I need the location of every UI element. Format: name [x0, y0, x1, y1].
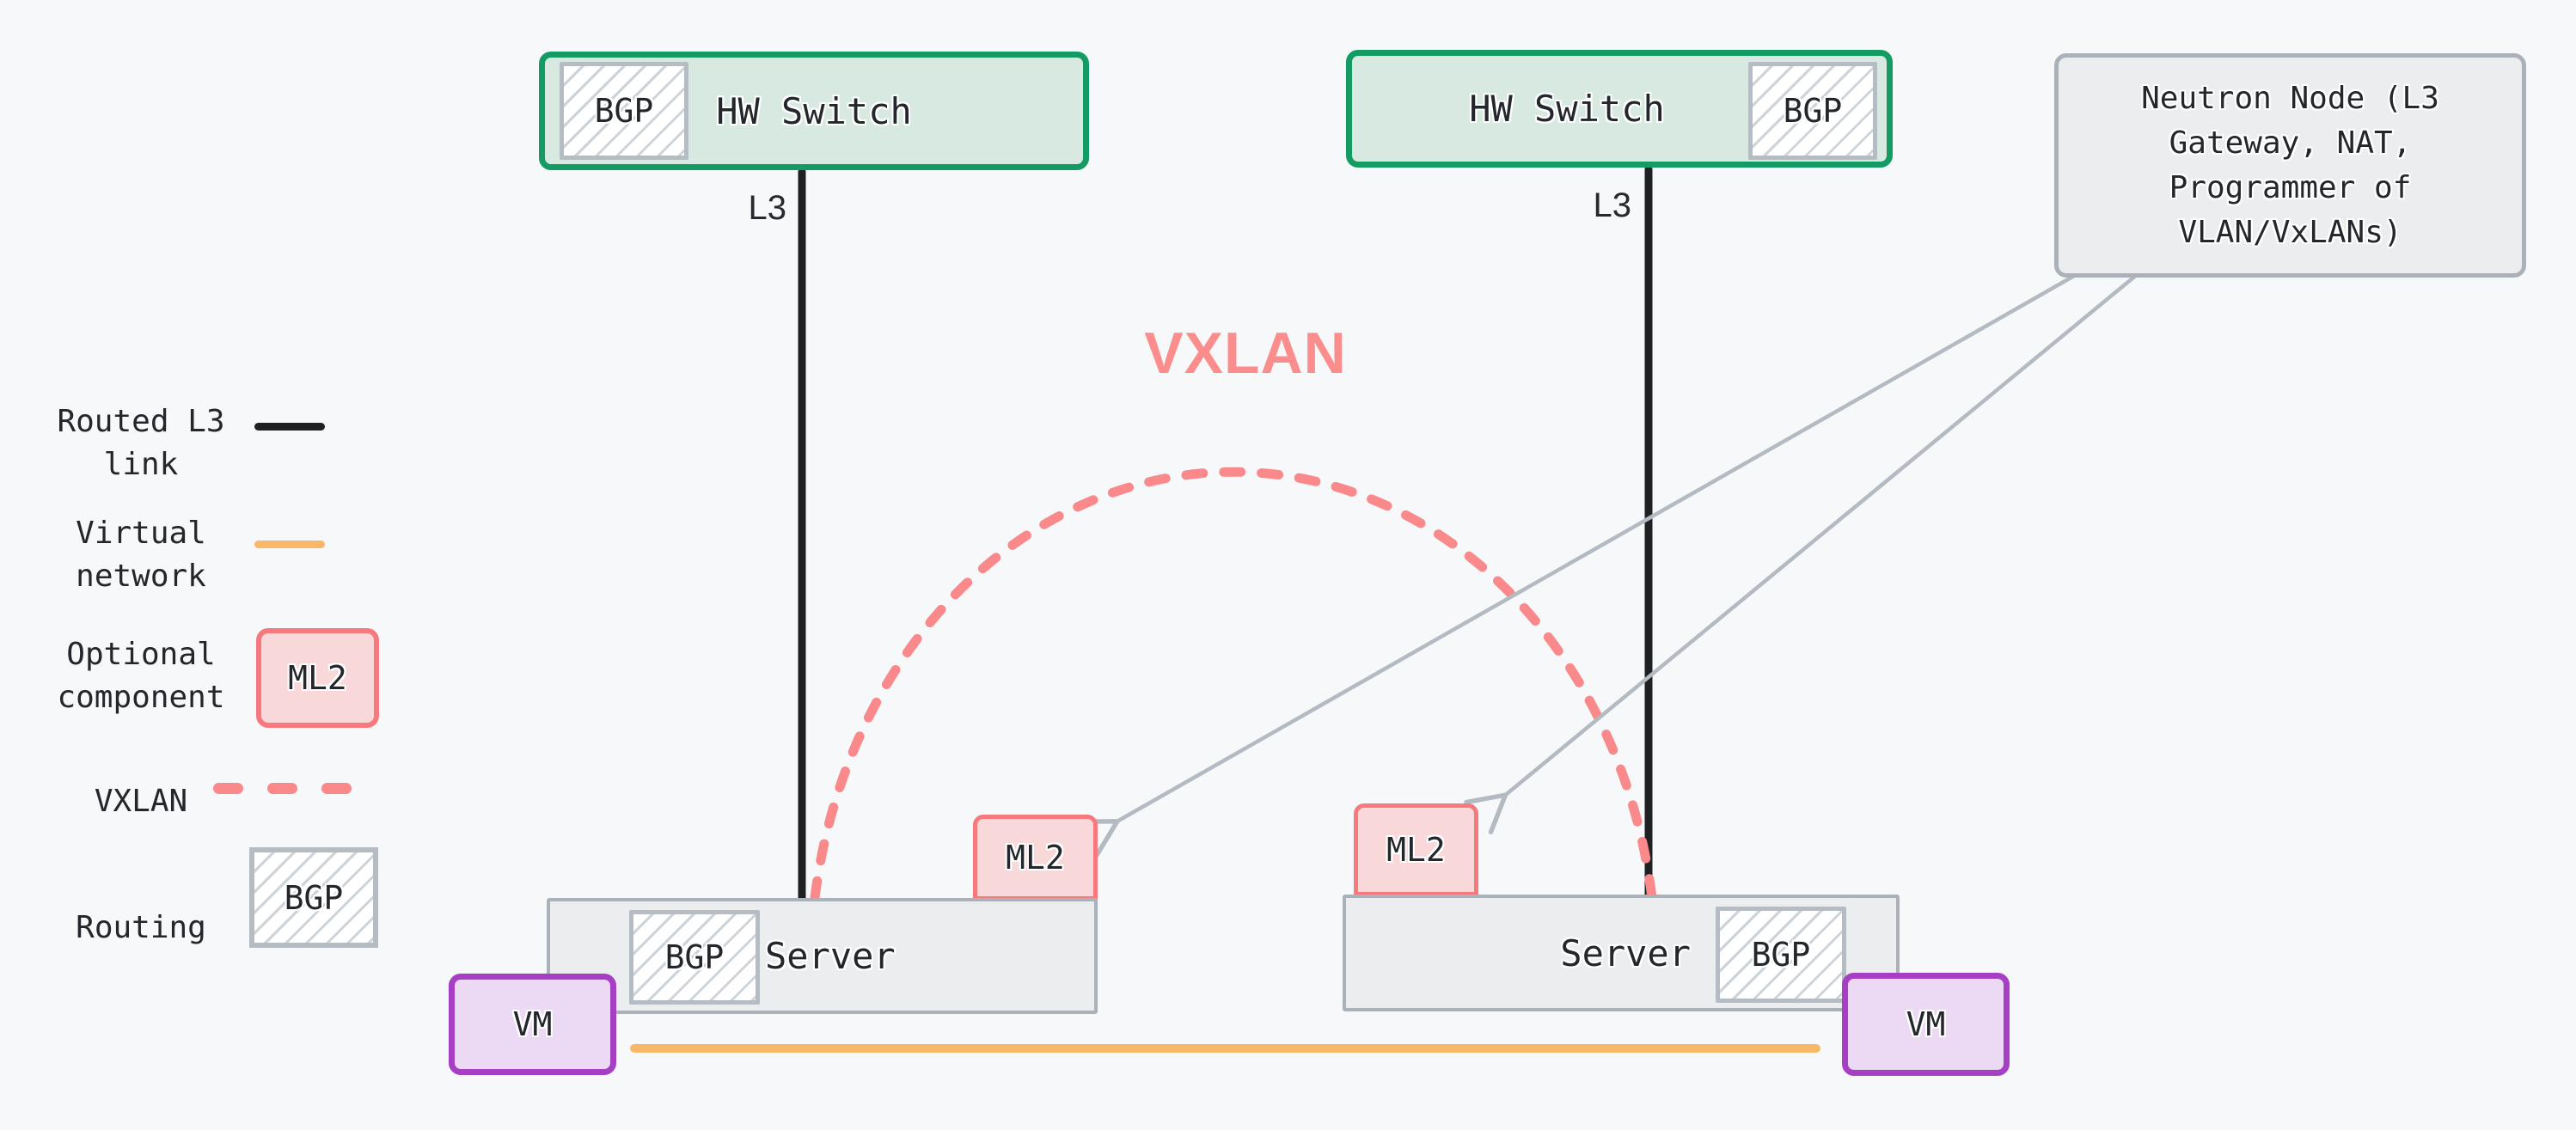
legend-swatch-vxlan-dash [321, 783, 352, 794]
ml2-component-left: ML2 [973, 815, 1098, 901]
legend-swatch-ml2-box: ML2 [256, 628, 379, 728]
hw-switch-label-text: HW Switch [716, 89, 912, 132]
bgp-label: BGP [664, 938, 725, 976]
bgp-label: BGP [1783, 92, 1843, 130]
neutron-pointer-right [1464, 256, 2159, 834]
bgp-label: BGP [284, 878, 344, 917]
hw-switch-label: HW Switch [1352, 56, 1782, 162]
ml2-label: ML2 [288, 659, 347, 697]
legend-swatch-black-line [254, 423, 325, 431]
vm-node-right: VM [1842, 973, 2010, 1076]
bgp-badge: BGP [629, 910, 760, 1005]
vxlan-title: VXLAN [1144, 321, 1347, 386]
legend-label-routed-l3-link: Routed L3 link [57, 404, 225, 482]
server-label-text: Server [1560, 931, 1691, 974]
hw-switch-node-left: BGP HW Switch [539, 52, 1089, 170]
legend-label-vxlan: VXLAN [94, 784, 188, 819]
bgp-badge: BGP [560, 62, 688, 160]
server-node-right: BGP Server [1343, 895, 1900, 1011]
legend-swatch-bgp-box: BGP [249, 847, 378, 948]
legend-label-optional-component: Optional component [57, 637, 225, 715]
server-label: Server [1560, 898, 1691, 1008]
ml2-label: ML2 [1386, 831, 1446, 869]
hw-switch-node-right: BGP HW Switch [1346, 50, 1893, 168]
legend-label-routing: Routing [76, 910, 206, 945]
vm-label: VM [512, 1005, 553, 1043]
server-label: Server [765, 901, 896, 1011]
neutron-pointer-left [1074, 256, 2108, 858]
bgp-badge: BGP [1716, 907, 1846, 1003]
legend-swatch-vxlan-dash [213, 783, 243, 794]
vxlan-tunnel-arc [810, 467, 1657, 903]
legend-swatch-orange-line [254, 541, 325, 548]
ml2-label: ML2 [1006, 839, 1065, 877]
l3-annotation-left: L3 [748, 189, 787, 227]
legend-swatch-vxlan-dash [267, 783, 297, 794]
vm-label: VM [1906, 1005, 1946, 1043]
server-node-left: BGP Server [547, 898, 1098, 1014]
bgp-label: BGP [1751, 936, 1811, 974]
hw-switch-label-text: HW Switch [1469, 88, 1665, 130]
legend-label-virtual-network: Virtual network [76, 516, 206, 594]
server-label-text: Server [765, 935, 896, 977]
ml2-component-right: ML2 [1354, 803, 1478, 896]
l3-annotation-right: L3 [1593, 186, 1632, 224]
bgp-label: BGP [594, 92, 654, 130]
neutron-node-text: Neutron Node (L3 Gateway, NAT, Programme… [2141, 80, 2439, 250]
hw-switch-label: HW Switch [545, 58, 1083, 164]
vm-node-left: VM [449, 974, 616, 1075]
bgp-badge: BGP [1748, 62, 1877, 160]
neutron-node-callout: Neutron Node (L3 Gateway, NAT, Programme… [2054, 53, 2526, 278]
